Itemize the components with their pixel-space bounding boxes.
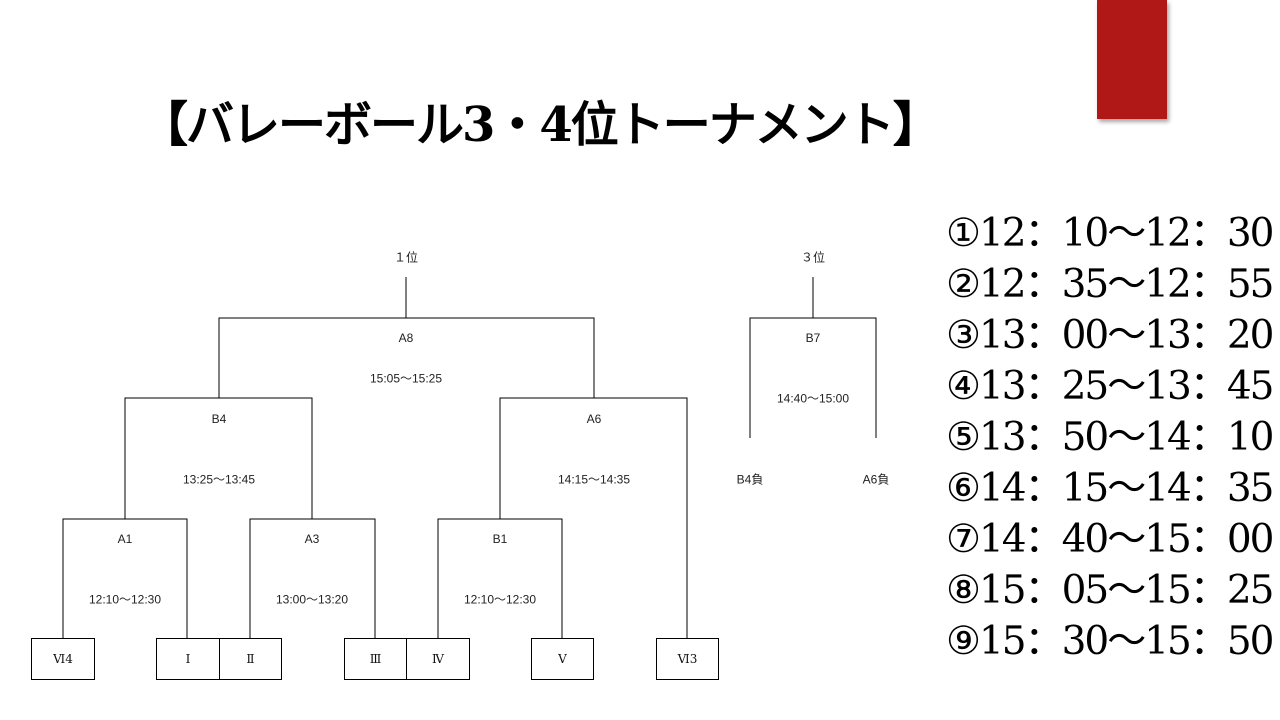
schedule-item: ②12：35〜12：55 <box>946 262 1274 307</box>
match-b1-time: 12:10〜12:30 <box>463 592 537 607</box>
match-b7-time: 14:40〜15:00 <box>776 391 850 406</box>
match-b4-time: 13:25〜13:45 <box>182 472 256 487</box>
team-box-i: Ⅰ <box>156 638 220 680</box>
match-a1-time: 12:10〜12:30 <box>88 592 162 607</box>
team-box-iii: Ⅲ <box>344 638 407 680</box>
match-a6-time: 14:15〜14:35 <box>557 472 631 487</box>
bracket-line-a8 <box>218 317 595 398</box>
schedule-item: ①12：10〜12：30 <box>946 211 1274 256</box>
schedule-item: ⑥14：15〜14：35 <box>946 466 1274 511</box>
match-a3-name: A3 <box>304 532 320 546</box>
match-a8-name: A8 <box>398 331 414 345</box>
schedule-list: ①12：10〜12：30 ②12：35〜12：55 ③13：00〜13：20 ④… <box>946 208 1274 667</box>
match-a6-name: A6 <box>586 412 602 426</box>
schedule-item: ④13：25〜13：45 <box>946 364 1274 409</box>
bracket-line-b7 <box>749 317 877 438</box>
accent-bar <box>1097 0 1167 119</box>
team-box-vi4: Ⅵ4 <box>31 638 95 680</box>
bracket-line-a1 <box>62 518 188 638</box>
match-a1-name: A1 <box>117 532 133 546</box>
third-place-entrant-a6-loser: A6負 <box>862 472 890 487</box>
first-place-label: １位 <box>393 250 419 265</box>
team-box-ii: Ⅱ <box>219 638 282 680</box>
team-box-vi3: Ⅵ3 <box>656 638 719 680</box>
match-b1-name: B1 <box>492 532 508 546</box>
schedule-item: ⑨15：30〜15：50 <box>946 619 1274 664</box>
third-place-entrant-b4-loser: B4負 <box>736 472 764 487</box>
match-a3-time: 13:00〜13:20 <box>275 592 349 607</box>
team-box-v: Ⅴ <box>531 638 594 680</box>
third-place-label: ３位 <box>800 250 826 265</box>
page-title: 【バレーボール3・4位トーナメント】 <box>140 97 941 153</box>
schedule-item: ⑦14：40〜15：00 <box>946 517 1274 562</box>
match-b7-name: B7 <box>805 331 821 345</box>
schedule-item: ⑧15：05〜15：25 <box>946 568 1274 613</box>
bracket-line-b4 <box>124 397 313 519</box>
bracket-line-b1 <box>437 518 563 638</box>
bracket-line-a3 <box>249 518 376 638</box>
bracket-line-a6 <box>499 397 688 638</box>
match-b4-name: B4 <box>211 412 227 426</box>
team-box-iv: Ⅳ <box>406 638 470 680</box>
schedule-item: ③13：00〜13：20 <box>946 313 1274 358</box>
schedule-item: ⑤13：50〜14：10 <box>946 415 1274 460</box>
match-a8-time: 15:05〜15:25 <box>369 371 443 386</box>
